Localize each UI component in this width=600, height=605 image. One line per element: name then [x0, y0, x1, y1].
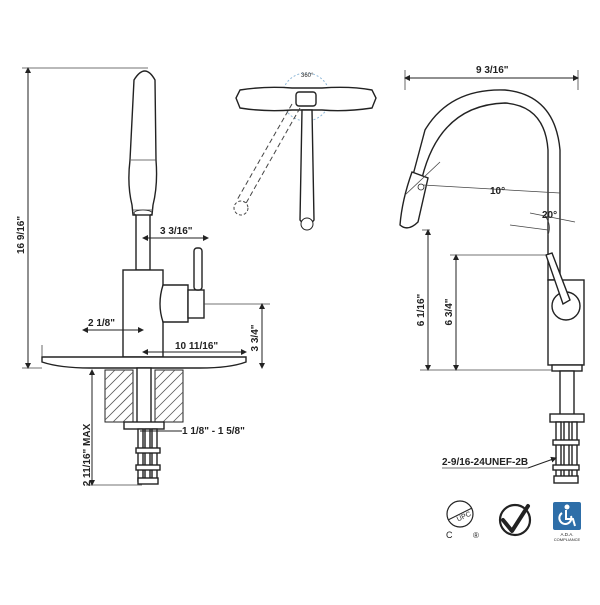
spray-angle-label: 10°	[490, 186, 505, 197]
handle-hub	[159, 284, 189, 323]
wheelchair-icon	[564, 504, 570, 510]
top-handle-lever	[299, 109, 315, 226]
handle-cap	[187, 289, 205, 319]
supply-lines	[135, 428, 161, 485]
side-supply-lines	[552, 421, 580, 484]
overall-height-label: 16 9/16"	[16, 216, 27, 254]
side-base	[551, 364, 583, 372]
top-view: 360°	[233, 72, 377, 231]
side-shank	[559, 370, 575, 417]
gooseneck-spout	[412, 89, 561, 281]
rotation-label: 360°	[301, 73, 314, 79]
deck-plate-label: 10 11/16"	[175, 341, 218, 352]
spout-body	[128, 70, 158, 216]
registered-mark: ®	[473, 531, 479, 540]
faucet-neck	[135, 214, 151, 271]
mounting-nut	[123, 421, 165, 430]
ada-sub-text: COMPLIANCE	[554, 537, 581, 542]
faucet-body	[122, 269, 164, 358]
ada-text: A.D.A.	[560, 532, 573, 537]
width-label: 9 3/16"	[476, 65, 509, 76]
upc-logo: UPC C ®	[446, 500, 479, 540]
top-handle-swing-dashed	[236, 103, 301, 206]
thread-label: 2-9/16-24UNEF-2B	[442, 457, 528, 468]
side-view: 9 3/16" 10° 20° 6 1/16" 6 3/4"	[399, 65, 585, 484]
base-offset-label: 2 1/8"	[88, 318, 115, 329]
side-mounting-nut	[549, 413, 585, 423]
handle-angle-label: 20°	[542, 210, 557, 221]
spray-head	[399, 171, 429, 229]
max-deck-label: 2 11/16" MAX	[82, 423, 93, 486]
deck-plate	[41, 356, 247, 369]
handle-lever	[193, 247, 203, 291]
top-hub	[295, 91, 317, 107]
shank	[136, 367, 152, 427]
countertop-section	[104, 369, 184, 423]
c-mark: C	[446, 530, 453, 540]
height-left-label: 6 1/16"	[416, 293, 427, 326]
svg-text:UPC: UPC	[456, 511, 472, 524]
ada-logo: A.D.A. COMPLIANCE	[553, 502, 581, 542]
check-icon	[501, 504, 530, 533]
check-logo	[498, 503, 532, 537]
height-right-label: 6 3/4"	[444, 298, 455, 325]
side-handle-lever	[545, 252, 571, 306]
hole-range-label: 1 1/8" - 1 5/8"	[182, 426, 245, 437]
handle-height-label: 3 3/4"	[250, 324, 261, 351]
spout-reach-label: 3 3/16"	[160, 226, 193, 237]
front-view: 16 9/16" 3 3/16" 2 1/8" 3 3/4" 10 11/16"	[16, 67, 270, 486]
